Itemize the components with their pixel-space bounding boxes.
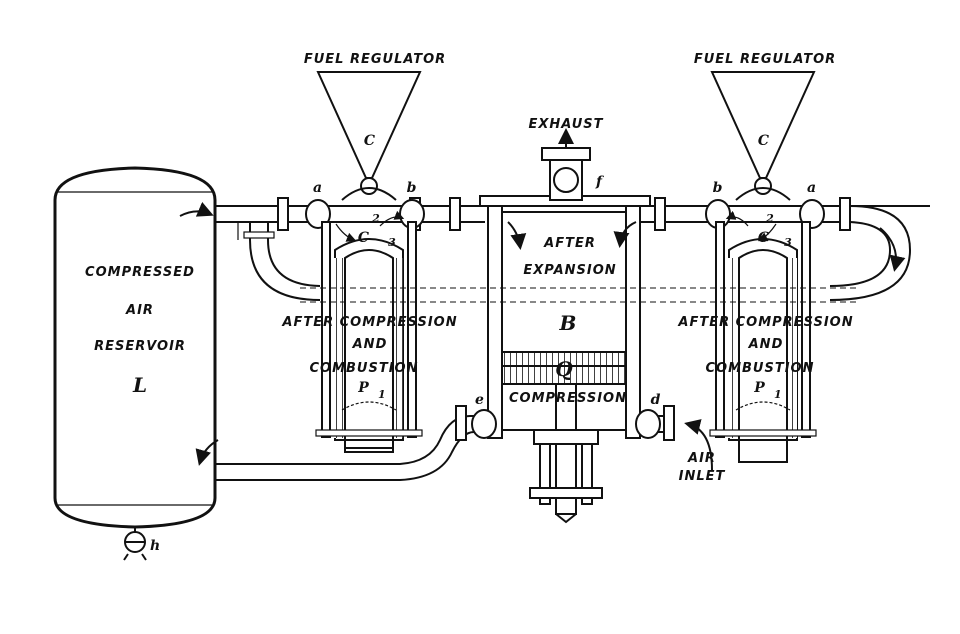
valve-label-e: e (475, 392, 485, 408)
after-expansion-label-2: EXPANSION (523, 263, 616, 278)
after-compression-left-label-1: AFTER COMPRESSION (281, 315, 457, 330)
after-compression-right-label-1: AFTER COMPRESSION (677, 315, 853, 330)
compression-label: COMPRESSION (509, 391, 627, 406)
valve-label-a-left: a (313, 180, 323, 196)
chamber-left-num-3: 3 (388, 236, 396, 249)
piston-label-q: Q (555, 357, 573, 381)
valve-label-a-right: a (807, 180, 817, 196)
reference-lines (300, 287, 860, 303)
after-compression-right-label-2: AND (748, 337, 784, 352)
valve-e (471, 409, 497, 439)
central-cylinder (487, 203, 641, 524)
exhaust-label: EXHAUST (528, 117, 603, 132)
after-compression-left-label-3: COMBUSTION (310, 361, 419, 376)
air-inlet-label-2: INLET (679, 469, 726, 484)
reservoir-label-compressed: COMPRESSED (85, 265, 195, 280)
after-compression-left-label-2: AND (352, 337, 388, 352)
valve-label-b-right: b (713, 180, 724, 196)
fuel-regulator-right (710, 71, 816, 201)
reservoir-label-air: AIR (125, 303, 154, 318)
valve-label-b-left: b (407, 180, 418, 196)
valve-label-d: d (651, 392, 662, 408)
after-compression-right-label-3: COMBUSTION (706, 361, 815, 376)
drain-valve-label-h: h (150, 538, 161, 554)
air-inlet-label-1: AIR (687, 451, 716, 466)
regulator-left-letter-c: C (364, 133, 376, 149)
cylinder-label-b: B (559, 311, 577, 335)
right-cylinder (709, 221, 817, 463)
exhaust-valve-label-f: f (595, 174, 605, 190)
left-cylinder (315, 221, 423, 453)
exhaust-pipe (479, 128, 651, 207)
piston-left-label-p: P (357, 380, 370, 396)
drain-valve (123, 527, 147, 561)
bottom-air-pipe (215, 405, 488, 481)
chamber-right-num-2: 2 (765, 212, 774, 225)
after-expansion-label-1: AFTER (543, 236, 596, 251)
chamber-right-num-3: 3 (784, 236, 792, 249)
reservoir-label-reservoir: RESERVOIR (94, 339, 186, 354)
chamber-left-letter-c: C (358, 230, 370, 246)
reservoir-letter-l: L (132, 373, 147, 397)
fuel-regulator-left (316, 71, 422, 201)
piston-left-label-num: 1 (378, 388, 386, 401)
piston-right-label-p: P (753, 380, 766, 396)
air-reservoir (53, 166, 217, 529)
fuel-regulator-right-label: FUEL REGULATOR (694, 52, 836, 67)
piston-right-label-num: 1 (774, 388, 782, 401)
regulator-right-letter-c: C (758, 133, 770, 149)
valve-d (635, 409, 661, 439)
chamber-left-num-2: 2 (371, 212, 380, 225)
fuel-regulator-left-label: FUEL REGULATOR (304, 52, 446, 67)
right-return-bend (829, 205, 912, 301)
flow-arrows (179, 201, 777, 466)
left-bypass-pipe (237, 222, 321, 301)
